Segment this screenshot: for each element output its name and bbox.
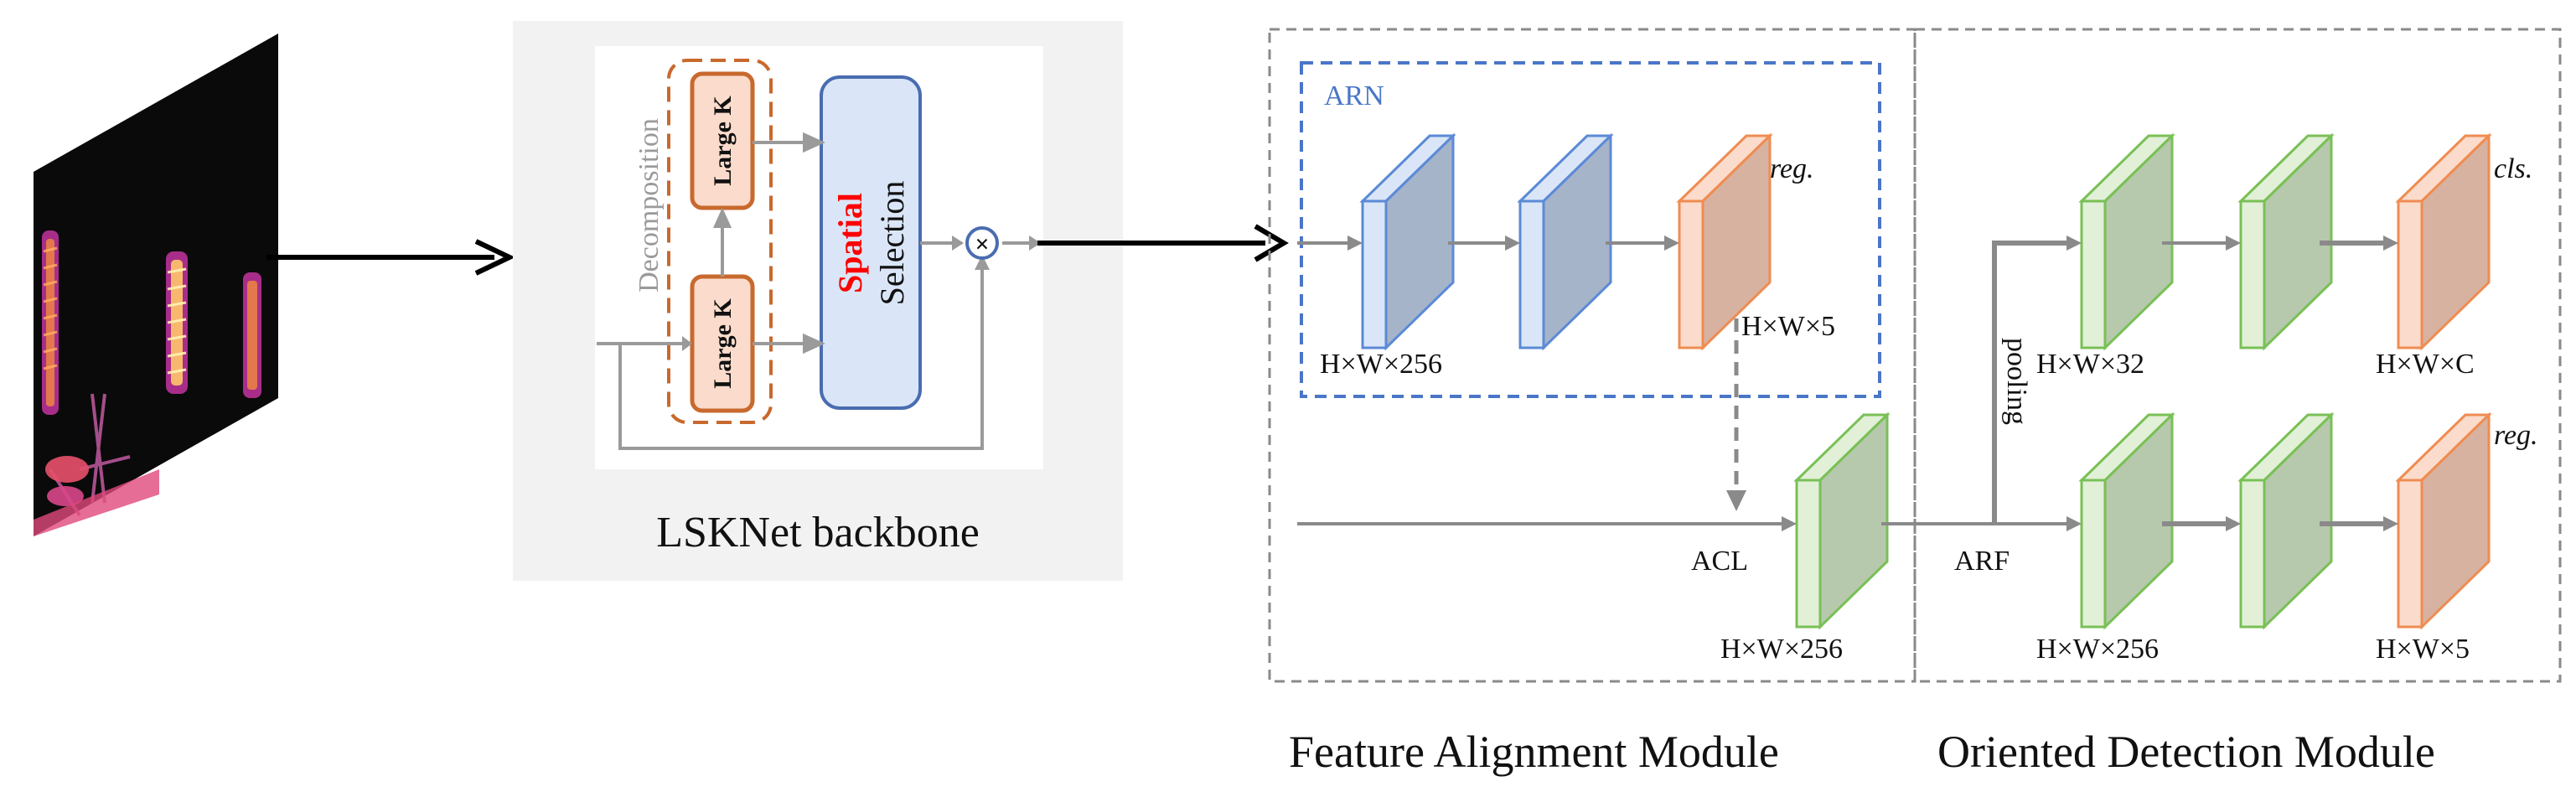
fam-block-2 (1517, 132, 1614, 351)
fam-arrows (1297, 235, 1797, 531)
odm-block-bottom-2 (2237, 411, 2335, 630)
large-k-top-label: Large K (709, 96, 737, 186)
decomposition-dashed-box (667, 59, 773, 424)
acl-label: ACL (1691, 546, 1748, 577)
arn-dashed-box (1300, 61, 1881, 398)
odm-arrows (1881, 235, 2398, 531)
pooling-label: pooling (2001, 338, 2032, 425)
odm-block-reg (2395, 411, 2492, 630)
multiply-node (965, 226, 999, 260)
dim-label-bottom-first: H×W×256 (2036, 634, 2159, 665)
multiply-symbol: × (975, 230, 989, 258)
selection-label: Selection (873, 181, 911, 306)
cls-label: cls. (2494, 153, 2532, 184)
odm-block-top-1 (2078, 132, 2175, 351)
feature-alignment-module-box (1268, 28, 1916, 683)
reg-label-odm: reg. (2494, 420, 2538, 451)
fam-block-reg (1676, 132, 1773, 351)
odm-block-cls (2395, 132, 2492, 351)
reg-label-arn: reg. (1770, 153, 1814, 184)
input-image (34, 34, 278, 536)
insulator-glow-left (42, 230, 59, 415)
dim-label-top-last: H×W×C (2376, 349, 2475, 380)
arrow-backbone-to-fam (1037, 224, 1289, 262)
backbone-caption: LSKNet backbone (656, 509, 980, 556)
odm-block-bottom-1 (2078, 411, 2175, 630)
hot-spot (45, 456, 89, 483)
feature-alignment-caption: Feature Alignment Module (1289, 727, 1779, 777)
feature-map-blocks (1359, 132, 2492, 630)
hot-base (34, 469, 159, 536)
oriented-detection-caption: Oriented Detection Module (1937, 727, 2435, 777)
dim-label-bottom-last: H×W×5 (2376, 634, 2470, 665)
hot-spot-lower (47, 486, 84, 506)
dim-label-acl: H×W×256 (1720, 634, 1843, 665)
dim-label-reg: H×W×5 (1741, 311, 1835, 342)
insulator-glow-right (243, 272, 261, 398)
dim-label-first: H×W×256 (1320, 349, 1442, 380)
insulator-glow-middle (166, 251, 188, 394)
oriented-detection-module-box (1913, 28, 2562, 683)
odm-block-top-2 (2237, 132, 2335, 351)
spatial-label: Spatial (831, 193, 869, 293)
decomposition-label: Decomposition (634, 118, 665, 292)
fam-block-acl (1793, 411, 1891, 630)
arn-label: ARN (1324, 80, 1384, 111)
arrow-input-to-backbone (266, 239, 515, 276)
large-k-bottom-label: Large K (709, 298, 737, 389)
fam-block-1 (1359, 132, 1456, 351)
dim-label-top-first: H×W×32 (2036, 349, 2144, 380)
arf-label: ARF (1954, 546, 2010, 577)
lsknet-backbone: Decomposition Large K Large K Spatial Se… (513, 21, 1123, 581)
